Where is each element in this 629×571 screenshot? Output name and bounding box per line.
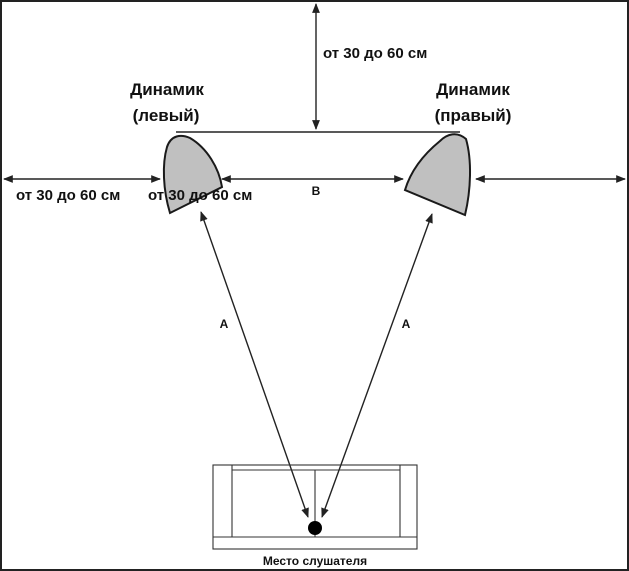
right-speaker-subtitle: (правый) [435,106,512,125]
inner-side-distance-label: от 30 до 60 см [148,187,252,204]
right-speaker-title: Динамик [436,80,510,99]
listener-position-dot [308,521,322,535]
distance-a-left-label: A [220,317,229,331]
distance-b-label: B [312,184,321,198]
left-speaker-icon [162,134,224,215]
left-speaker-subtitle: (левый) [133,106,200,125]
distance-a-right-label: A [402,317,411,331]
listener-label: Место слушателя [263,554,367,568]
left-side-distance-label: от 30 до 60 см [16,187,120,204]
top-distance-label: от 30 до 60 см [323,45,427,62]
right-speaker-icon [403,133,472,217]
distance-a-left-arrow [200,211,309,518]
left-speaker-title: Динамик [130,80,204,99]
listener-sofa [212,464,418,550]
distance-a-right-arrow [321,213,433,518]
